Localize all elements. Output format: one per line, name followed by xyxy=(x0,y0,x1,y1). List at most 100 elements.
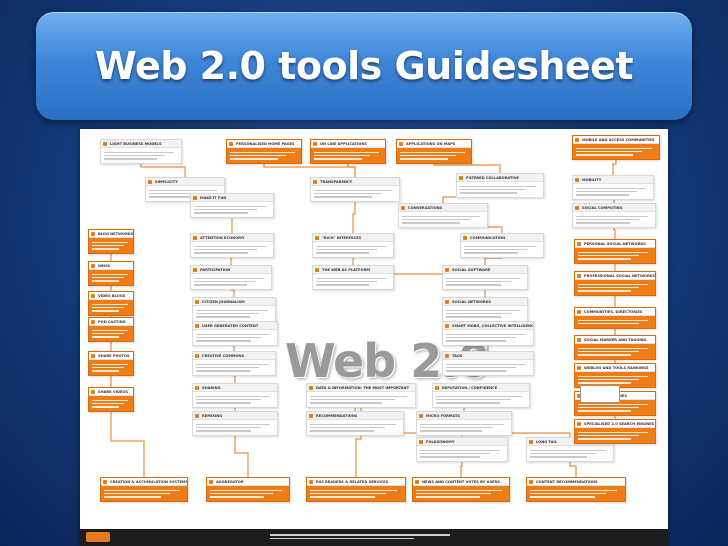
poster-node-label: CREATIVE COMMONS xyxy=(193,352,275,360)
poster-node: SOCIAL COMPUTING xyxy=(572,203,656,229)
poster-node-label: DATA & INFORMATION: THE MOST IMPORTANT xyxy=(307,384,415,392)
poster-node: CREATION & ACCUMULATION SYSTEMS xyxy=(100,477,188,503)
poster-node: REPUTATION / CONFIDENCE xyxy=(432,383,530,409)
poster-node-label: AGGREGATOR xyxy=(207,478,289,486)
poster-node-label: NEWS AND CONTENT VOTES BY USERS xyxy=(413,478,509,486)
poster-node: ON LINE APPLICATIONS xyxy=(310,139,386,165)
poster-node-label: SHARE PHOTOS xyxy=(89,352,133,360)
poster-node: ATTENTION ECONOMY xyxy=(190,233,274,259)
poster-node-label: SOCIAL COMPUTING xyxy=(573,204,655,212)
poster-node: FOLKSONOMY xyxy=(416,437,508,463)
poster-node-label: COMMUNITIES, DIRECTORIES xyxy=(575,308,655,316)
poster-node: AGGREGATOR xyxy=(206,477,290,503)
poster-node-label: SOCIAL SOFTWARE xyxy=(443,266,527,274)
poster-node: CONVERSATIONS xyxy=(398,203,488,229)
poster-node: SHARE VIDEOS xyxy=(88,387,134,413)
poster-node: WEBLOG AND TOOLS RANKINGS xyxy=(574,363,656,389)
poster-node: PERSONAL SOCIAL NETWORKS xyxy=(574,239,656,265)
poster-node-label: SOCIAL MARKER AND TAGGING xyxy=(575,336,655,344)
poster-node-label: "RICH" INTERFACES xyxy=(313,234,393,242)
poster-node-label: TRANSPARENCY xyxy=(311,178,399,186)
poster-node-label: APPLICATIONS ON MAPS xyxy=(397,140,471,148)
poster-node-label: LIGHT BUSINESS MODELS xyxy=(101,140,181,148)
poster-node-label: MICRO FORMATS xyxy=(417,412,511,420)
poster-node: PERSONALISED HOME PAGES xyxy=(226,139,302,165)
poster-node: POD CASTING xyxy=(88,317,134,343)
poster-node-label: WEBLOG AND TOOLS RANKINGS xyxy=(575,364,655,372)
poster-node-label: REMIXING xyxy=(193,412,277,420)
connector-line xyxy=(355,397,362,481)
poster-node-label: VIDEO BLOGS xyxy=(89,292,133,300)
poster-node-label: TAGS xyxy=(443,352,533,360)
poster-node-label: PARTICIPATION xyxy=(191,266,271,274)
poster-node-label: ON LINE APPLICATIONS xyxy=(311,140,385,148)
poster-node: SMART MOBS, COLLECTIVE INTELLIGENCE xyxy=(442,321,534,347)
connector-line xyxy=(352,191,356,237)
poster-node: NEWS AND CONTENT VOTES BY USERS xyxy=(412,477,510,503)
footer-logo xyxy=(86,532,110,542)
poster-node: MOBILE AND ACCESS COMMUNITIES xyxy=(572,135,660,161)
poster-node: TRANSPARENCY xyxy=(310,177,400,203)
poster-node: SOCIAL SOFTWARE xyxy=(442,265,528,291)
poster-node-label: WIKIS xyxy=(89,262,133,270)
poster-node-label: SPECIALISED 2.0 SEARCH ENGINES xyxy=(575,420,655,428)
slide-title: Web 2.0 tools Guidesheet xyxy=(94,44,634,88)
poster-node-label: MOBILE AND ACCESS COMMUNITIES xyxy=(573,136,659,144)
poster-node: MAKE IT FUN xyxy=(190,193,274,219)
poster-node-label: MOBILITY xyxy=(573,176,653,184)
poster-node: PARTICIPATION xyxy=(190,265,272,291)
poster-node-label: BLOG NETWORKS xyxy=(89,230,133,238)
connector-line xyxy=(110,401,145,481)
poster-node: RSS READERS & RELATED SERVICES xyxy=(306,477,406,503)
poster-node-label: CONTENT RECOMMENDATIONS xyxy=(527,478,625,486)
poster-node: SOCIAL MARKER AND TAGGING xyxy=(574,335,656,361)
connector-line xyxy=(234,425,249,481)
poster-node-label: PROFESSIONAL SOCIAL NETWORKS xyxy=(575,272,655,280)
poster-node: CONTENT RECOMMENDATIONS xyxy=(526,477,626,503)
poster-node-label: RECOMMENDATIONS xyxy=(307,412,403,420)
poster-node-label: PERSONALISED HOME PAGES xyxy=(227,140,301,148)
poster-node-label: POD CASTING xyxy=(89,318,133,326)
poster-node: PROFESSIONAL SOCIAL NETWORKS xyxy=(574,271,656,297)
poster-node-label: REPUTATION / CONFIDENCE xyxy=(433,384,529,392)
poster-node-label: CITIZEN JOURNALISM xyxy=(193,298,275,306)
poster-node: WIKIS xyxy=(88,261,134,287)
poster-node: CITIZEN JOURNALISM xyxy=(192,297,276,323)
poster-node: USER GENERATED CONTENT xyxy=(192,321,278,347)
poster-node: SHARE PHOTOS xyxy=(88,351,134,377)
poster-node-label: MAKE IT FUN xyxy=(191,194,273,202)
poster-node: SPECIALISED 2.0 SEARCH ENGINES xyxy=(574,419,656,445)
poster-node-label: CREATION & ACCUMULATION SYSTEMS xyxy=(101,478,187,486)
poster-node-label: SHARING xyxy=(193,384,277,392)
poster-node: COMMUNITIES, DIRECTORIES xyxy=(574,307,656,329)
poster-node-label: ATTENTION ECONOMY xyxy=(191,234,273,242)
poster-node: THE WEB AS PLATFORM xyxy=(312,265,394,291)
poster-node: APPLICATIONS ON MAPS xyxy=(396,139,472,165)
sticky-note xyxy=(580,385,620,403)
poster-node-label: CONVERSATIONS xyxy=(399,204,487,212)
poster-node: MOBILITY xyxy=(572,175,654,201)
poster-node: TAGS xyxy=(442,351,534,377)
poster-node-label: FILTERED COLLABORATIVE xyxy=(457,174,543,182)
poster-node: BLOG NETWORKS xyxy=(88,229,134,255)
poster-node: REMIXING xyxy=(192,411,278,437)
poster-node-label: SMART MOBS, COLLECTIVE INTELLIGENCE xyxy=(443,322,533,330)
footer-note xyxy=(270,532,450,541)
poster-node: VIDEO BLOGS xyxy=(88,291,134,317)
poster-node-label: LONG TAIL xyxy=(527,438,613,446)
poster-node: RECOMMENDATIONS xyxy=(306,411,404,437)
poster-node-label: PERSONAL SOCIAL NETWORKS xyxy=(575,240,655,248)
poster-node: SHARING xyxy=(192,383,278,409)
poster-node: "RICH" INTERFACES xyxy=(312,233,394,259)
poster-node: FILTERED COLLABORATIVE xyxy=(456,173,544,199)
poster-node: COMMUNICATION xyxy=(460,233,544,259)
poster-node-label: SIMPLICITY xyxy=(146,178,224,186)
poster-node: MICRO FORMATS xyxy=(416,411,512,437)
poster-node: DATA & INFORMATION: THE MOST IMPORTANT xyxy=(306,383,416,409)
poster-node: CREATIVE COMMONS xyxy=(192,351,276,377)
poster-node: SIMPLICITY xyxy=(145,177,225,203)
poster-node: LIGHT BUSINESS MODELS xyxy=(100,139,182,165)
poster-node: SOCIAL NETWORKS xyxy=(442,297,528,323)
poster-node-label: USER GENERATED CONTENT xyxy=(193,322,277,330)
